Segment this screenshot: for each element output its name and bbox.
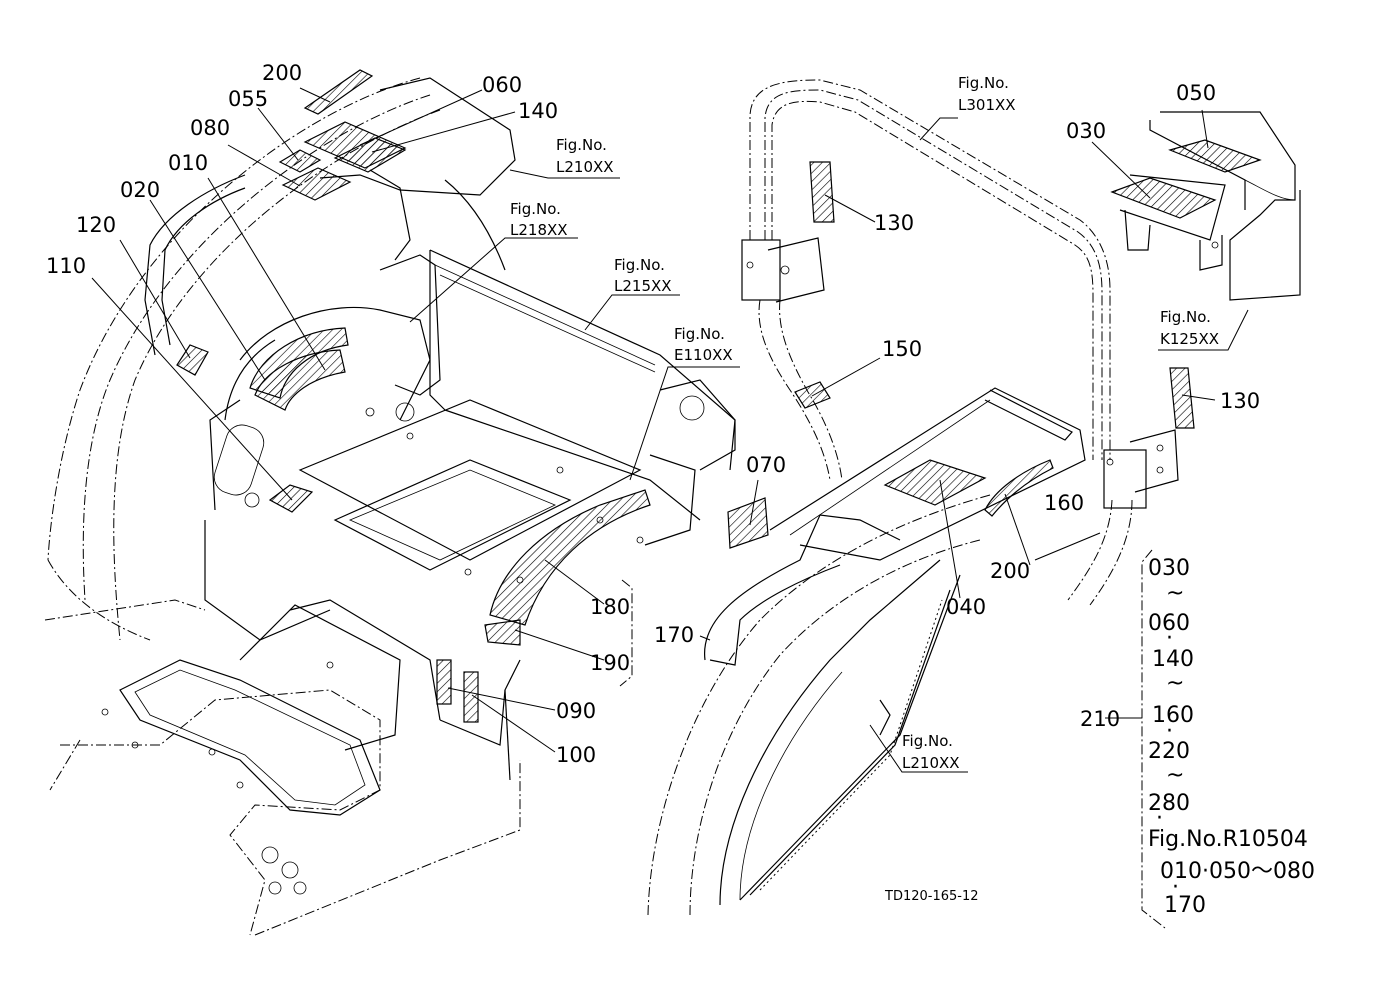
fig-ref-r10504-dot: · (1172, 875, 1179, 900)
fig-ref-e110: Fig.No. E110XX (674, 325, 733, 364)
decal-040 (883, 459, 987, 506)
part-label-140: 140 (518, 99, 558, 123)
decal-070 (727, 497, 769, 549)
part-label-170: 170 (654, 623, 694, 647)
decal-100 (463, 671, 479, 723)
svg-text:Fig.No.: Fig.No. (556, 136, 607, 154)
part-label-180: 180 (590, 595, 630, 619)
part-label-020: 020 (120, 178, 160, 202)
decal-090 (436, 659, 452, 705)
svg-text:Fig.No.: Fig.No. (902, 732, 953, 750)
group-item: · (1166, 626, 1173, 651)
part-label-010: 010 (168, 151, 208, 175)
left-fender-assembly (44, 77, 736, 936)
group-item: ~ (1166, 671, 1184, 696)
part-label-070: 070 (746, 453, 786, 477)
decal-200-top (303, 69, 374, 115)
group-item: 160 (1152, 703, 1194, 728)
part-label-200: 200 (262, 61, 302, 85)
decal-050 (1168, 139, 1262, 173)
svg-text:L210XX: L210XX (902, 754, 960, 772)
figure-references: Fig.No. L210XX Fig.No. L218XX Fig.No. L2… (510, 74, 1219, 772)
svg-text:Fig.No.: Fig.No. (1160, 308, 1211, 326)
group-item: 140 (1152, 647, 1194, 672)
svg-text:L215XX: L215XX (614, 277, 672, 295)
part-label-050: 050 (1176, 81, 1216, 105)
left-decals (176, 69, 651, 723)
part-labels: 200 055 060 140 080 010 020 120 110 180 … (46, 61, 1260, 767)
group-210-list: 030 ~ 060 · 140 ~ 160 · 220 ~ 280 · Fig.… (1148, 556, 1315, 918)
part-label-060: 060 (482, 73, 522, 97)
fig-ref-r10504-line1: 010·050～080 (1160, 859, 1315, 884)
drawing-code: TD120-165-12 (884, 889, 979, 904)
svg-text:L210XX: L210XX (556, 158, 614, 176)
group-brackets (619, 549, 1166, 929)
part-label-030: 030 (1066, 119, 1106, 143)
group-item: ~ (1166, 581, 1184, 606)
svg-text:Fig.No.: Fig.No. (958, 74, 1009, 92)
part-label-055: 055 (228, 87, 268, 111)
svg-text:Fig.No.: Fig.No. (510, 200, 561, 218)
decal-200-right (984, 459, 1054, 517)
svg-text:Fig.No.: Fig.No. (674, 325, 725, 343)
part-label-100: 100 (556, 743, 596, 767)
fig-ref-l215: Fig.No. L215XX (614, 256, 672, 295)
right-assembly (647, 79, 1301, 916)
svg-text:K125XX: K125XX (1160, 330, 1219, 348)
part-label-080: 080 (190, 116, 230, 140)
group-item: 060 (1148, 611, 1190, 636)
leader-lines (91, 87, 1249, 773)
decal-080 (281, 167, 352, 201)
decal-150 (794, 381, 831, 409)
fig-ref-l210-bottom: Fig.No. L210XX (902, 732, 960, 772)
group-item: 030 (1148, 556, 1190, 581)
decal-180 (489, 489, 651, 626)
fig-ref-k125: Fig.No. K125XX (1160, 308, 1219, 348)
decal-130-right (1169, 367, 1195, 429)
part-label-160: 160 (1044, 491, 1084, 515)
group-item: · (1156, 806, 1163, 831)
decal-130-top (809, 161, 835, 223)
part-label-130: 130 (874, 211, 914, 235)
decal-055 (278, 149, 322, 173)
group-item: · (1166, 719, 1173, 744)
svg-text:Fig.No.: Fig.No. (614, 256, 665, 274)
part-label-120: 120 (76, 213, 116, 237)
part-label-150: 150 (882, 337, 922, 361)
fig-ref-l301: Fig.No. L301XX (958, 74, 1016, 114)
part-label-210: 210 (1080, 707, 1120, 731)
group-item: 280 (1148, 791, 1190, 816)
svg-text:E110XX: E110XX (674, 346, 733, 364)
group-item: 220 (1148, 739, 1190, 764)
part-label-090: 090 (556, 699, 596, 723)
fig-ref-l210-top: Fig.No. L210XX (556, 136, 614, 176)
fig-ref-r10504: Fig.No.R10504 (1148, 827, 1308, 852)
fig-ref-l218: Fig.No. L218XX (510, 200, 568, 239)
right-decals (727, 139, 1262, 549)
svg-text:L218XX: L218XX (510, 221, 568, 239)
svg-text:L301XX: L301XX (958, 96, 1016, 114)
part-label-110: 110 (46, 254, 86, 278)
part-label-040: 040 (946, 595, 986, 619)
decal-190 (484, 619, 521, 646)
group-item: ~ (1166, 763, 1184, 788)
part-label-200-right: 200 (990, 559, 1030, 583)
decal-030 (1110, 177, 1217, 219)
fig-ref-r10504-line2: 170 (1164, 893, 1206, 918)
part-label-130-right: 130 (1220, 389, 1260, 413)
part-label-190: 190 (590, 651, 630, 675)
decal-110 (176, 344, 209, 376)
